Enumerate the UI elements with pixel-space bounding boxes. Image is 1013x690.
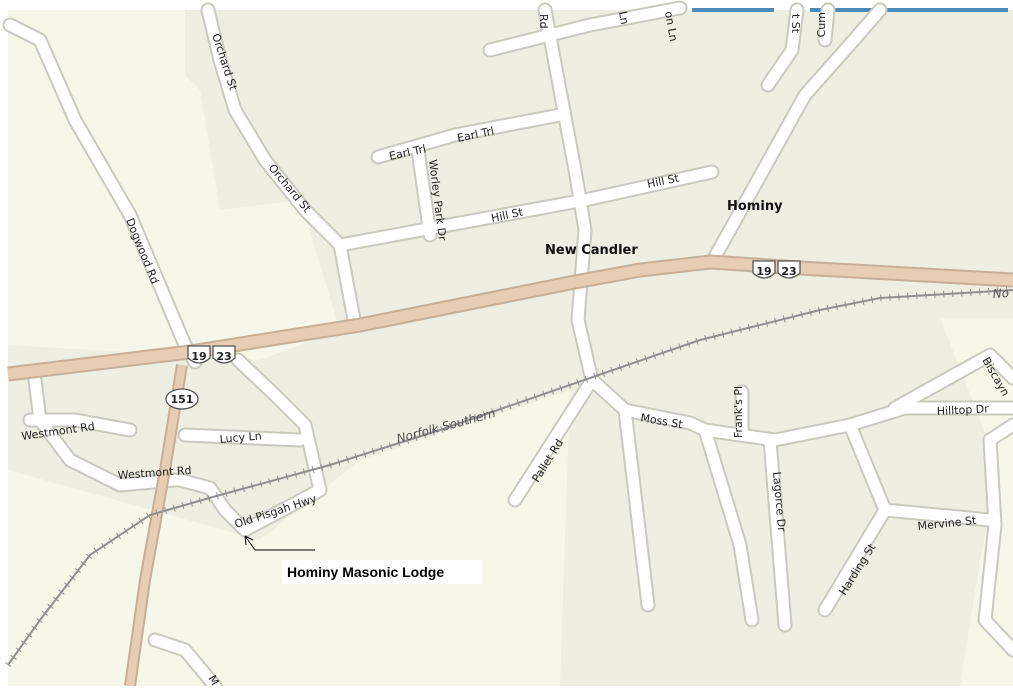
street-label-lucy-ln: Lucy Ln [219, 429, 262, 446]
shield-number: 19 [756, 265, 771, 278]
nc-151-highway[interactable] [126, 364, 186, 687]
callout-box [282, 560, 482, 584]
route-shield-us-19-a[interactable]: 19 [187, 345, 211, 364]
street-label-t-st: t St [789, 14, 802, 34]
land-light-west [8, 10, 340, 360]
callout-hominy-masonic-lodge[interactable]: Hominy Masonic Lodge [244, 535, 482, 584]
street-label-franks-pl: Frank's Pl [732, 386, 745, 438]
place-label-new-candler[interactable]: New Candler [545, 243, 638, 258]
street-label-rd-top: Rd [537, 14, 550, 29]
state-shield-icon [165, 388, 199, 410]
street-label-hilltop-dr: Hilltop Dr [936, 402, 989, 418]
street-label-mervine-st: Mervine St [917, 514, 978, 533]
shield-number: 23 [781, 265, 796, 278]
railway-label-edge: No [992, 286, 1009, 301]
street-label-cum: Cum [815, 12, 828, 37]
shield-number: 151 [171, 393, 194, 406]
us-shield-icon [752, 260, 776, 279]
road-fills [4, 2, 1013, 690]
callout-label: Hominy Masonic Lodge [287, 564, 444, 580]
shield-number: 23 [216, 350, 231, 363]
land-light-south [8, 390, 570, 686]
route-shield-us-23-b[interactable]: 23 [777, 260, 801, 279]
route-shield-us-23-a[interactable]: 23 [212, 345, 236, 364]
place-label-hominy[interactable]: Hominy [727, 199, 783, 214]
us-shield-icon [212, 345, 236, 364]
map-tab-left[interactable] [692, 8, 774, 12]
arrow-icon [244, 535, 254, 546]
us-shield-icon [777, 260, 801, 279]
street-label-lagorce-dr: Lagorce Dr [770, 471, 788, 533]
street-label-ln-top: Ln [616, 10, 631, 25]
route-shield-nc-151[interactable]: 151 [165, 388, 199, 410]
street-label-on-ln: on Ln [662, 10, 680, 42]
callout-line [244, 535, 256, 551]
railway-line [7, 289, 1013, 666]
shield-number: 19 [191, 350, 206, 363]
route-shield-us-19-b[interactable]: 19 [752, 260, 776, 279]
street-label-westmont-rd-2: Westmont Rd [117, 464, 192, 482]
map-tab-right[interactable] [810, 8, 1008, 12]
us-shield-icon [187, 345, 211, 364]
